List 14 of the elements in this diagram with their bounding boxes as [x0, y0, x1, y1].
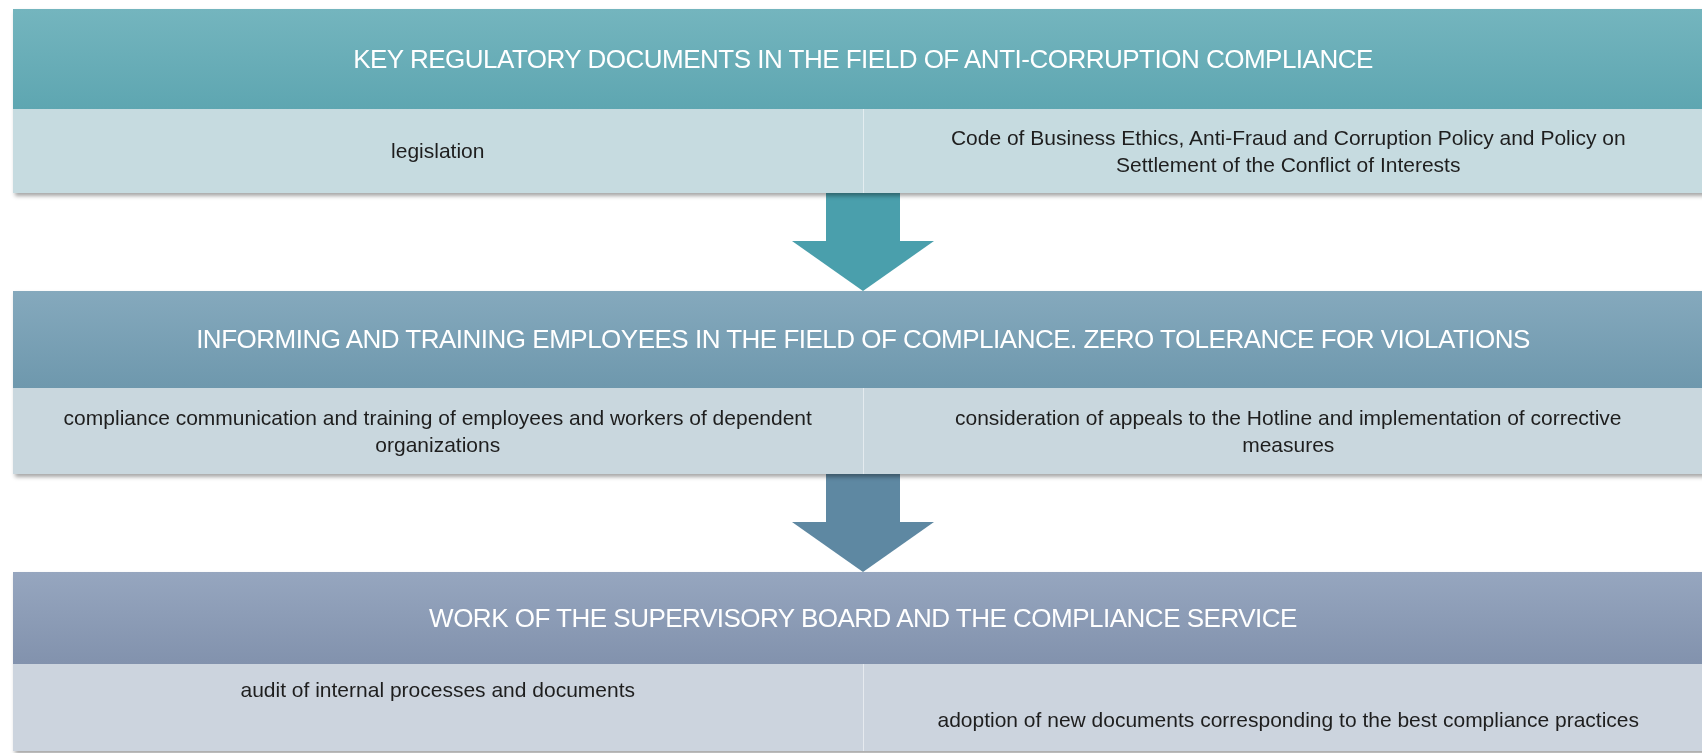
section-band	[13, 572, 1702, 751]
block-arrow	[792, 193, 934, 291]
item-cell: consideration of appeals to the Hotline and implementation of corrective measures	[862, 388, 1702, 474]
section-heading: INFORMING AND TRAINING EMPLOYEES IN THE FIELD OF COMPLIANCE. ZERO TOLERANCE FOR VIOLATIONS	[13, 291, 1702, 388]
section-band	[13, 291, 1702, 474]
item-cell: Code of Business Ethics, Anti-Fraud and Corruption Policy and Policy on Settlement of the Conflict of Interests	[862, 109, 1702, 193]
section-band	[13, 9, 1702, 193]
section-heading: WORK OF THE SUPERVISORY BOARD AND THE COMPLIANCE SERVICE	[13, 572, 1702, 664]
block-arrow	[792, 474, 934, 572]
item-cell: audit of internal processes and documents	[13, 664, 863, 751]
item-cell: adoption of new documents corresponding to the best compliance practices	[862, 664, 1702, 751]
item-cell: compliance communication and training of employees and workers of dependent organizations	[13, 388, 863, 474]
section-heading: KEY REGULATORY DOCUMENTS IN THE FIELD OF ANTI-CORRUPTION COMPLIANCE	[13, 9, 1702, 109]
item-cell: legislation	[13, 109, 863, 193]
